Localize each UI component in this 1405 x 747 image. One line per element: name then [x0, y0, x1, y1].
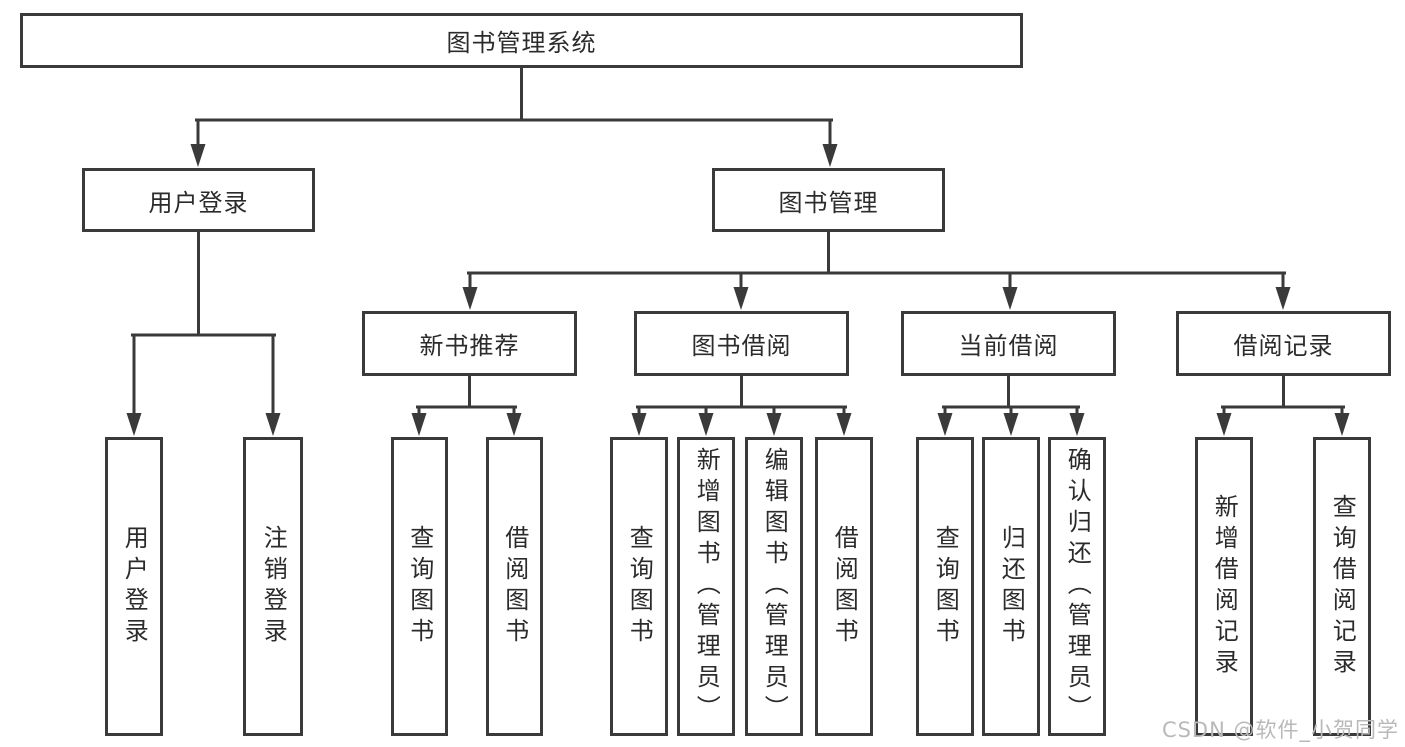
leaf-bb-borrow-books: 借阅图书 [815, 437, 873, 736]
leaf-br-add-record-label: 新增借阅记录 [1210, 493, 1239, 680]
leaf-bb-edit-books: 编辑图书（管理员） [745, 437, 803, 736]
node-user-login-branch: 用户登录 [82, 168, 315, 232]
leaf-bb-add-books: 新增图书（管理员） [677, 437, 735, 736]
leaf-user-login: 用户登录 [105, 437, 163, 736]
leaf-nb-query-books: 查询图书 [391, 437, 448, 736]
leaf-cb-confirm-return: 确认归还（管理员） [1048, 437, 1106, 736]
node-root: 图书管理系统 [20, 13, 1023, 68]
leaf-br-query-record: 查询借阅记录 [1313, 437, 1371, 736]
leaf-nb-borrow-books-label: 借阅图书 [500, 524, 529, 649]
leaf-logout-label: 注销登录 [259, 524, 288, 649]
leaf-cb-query-books-label: 查询图书 [931, 524, 960, 649]
leaf-br-add-record: 新增借阅记录 [1195, 437, 1253, 736]
leaf-bb-edit-books-label: 编辑图书（管理员） [760, 447, 789, 726]
leaf-bb-add-books-label: 新增图书（管理员） [692, 447, 721, 726]
node-new-book-recommend: 新书推荐 [362, 311, 577, 376]
leaf-nb-borrow-books: 借阅图书 [486, 437, 543, 736]
arrowhead-icons [126, 144, 1350, 436]
leaf-nb-query-books-label: 查询图书 [405, 524, 434, 649]
leaf-cb-query-books: 查询图书 [916, 437, 974, 736]
node-book-borrow: 图书借阅 [634, 311, 849, 376]
node-borrow-records: 借阅记录 [1176, 311, 1391, 376]
leaf-bb-query-books-label: 查询图书 [625, 524, 654, 649]
leaf-br-query-record-label: 查询借阅记录 [1328, 493, 1357, 680]
node-current-borrow: 当前借阅 [901, 311, 1116, 376]
leaf-logout: 注销登录 [243, 437, 303, 736]
node-book-management: 图书管理 [712, 168, 945, 232]
leaf-bb-query-books: 查询图书 [610, 437, 668, 736]
leaf-cb-return-books-label: 归还图书 [997, 524, 1026, 649]
leaf-cb-return-books: 归还图书 [982, 437, 1040, 736]
leaf-cb-confirm-return-label: 确认归还（管理员） [1063, 447, 1092, 726]
csdn-watermark: CSDN @软件_小贺同学 [1161, 718, 1399, 742]
leaf-bb-borrow-books-label: 借阅图书 [830, 524, 859, 649]
leaf-user-login-label: 用户登录 [120, 524, 149, 649]
